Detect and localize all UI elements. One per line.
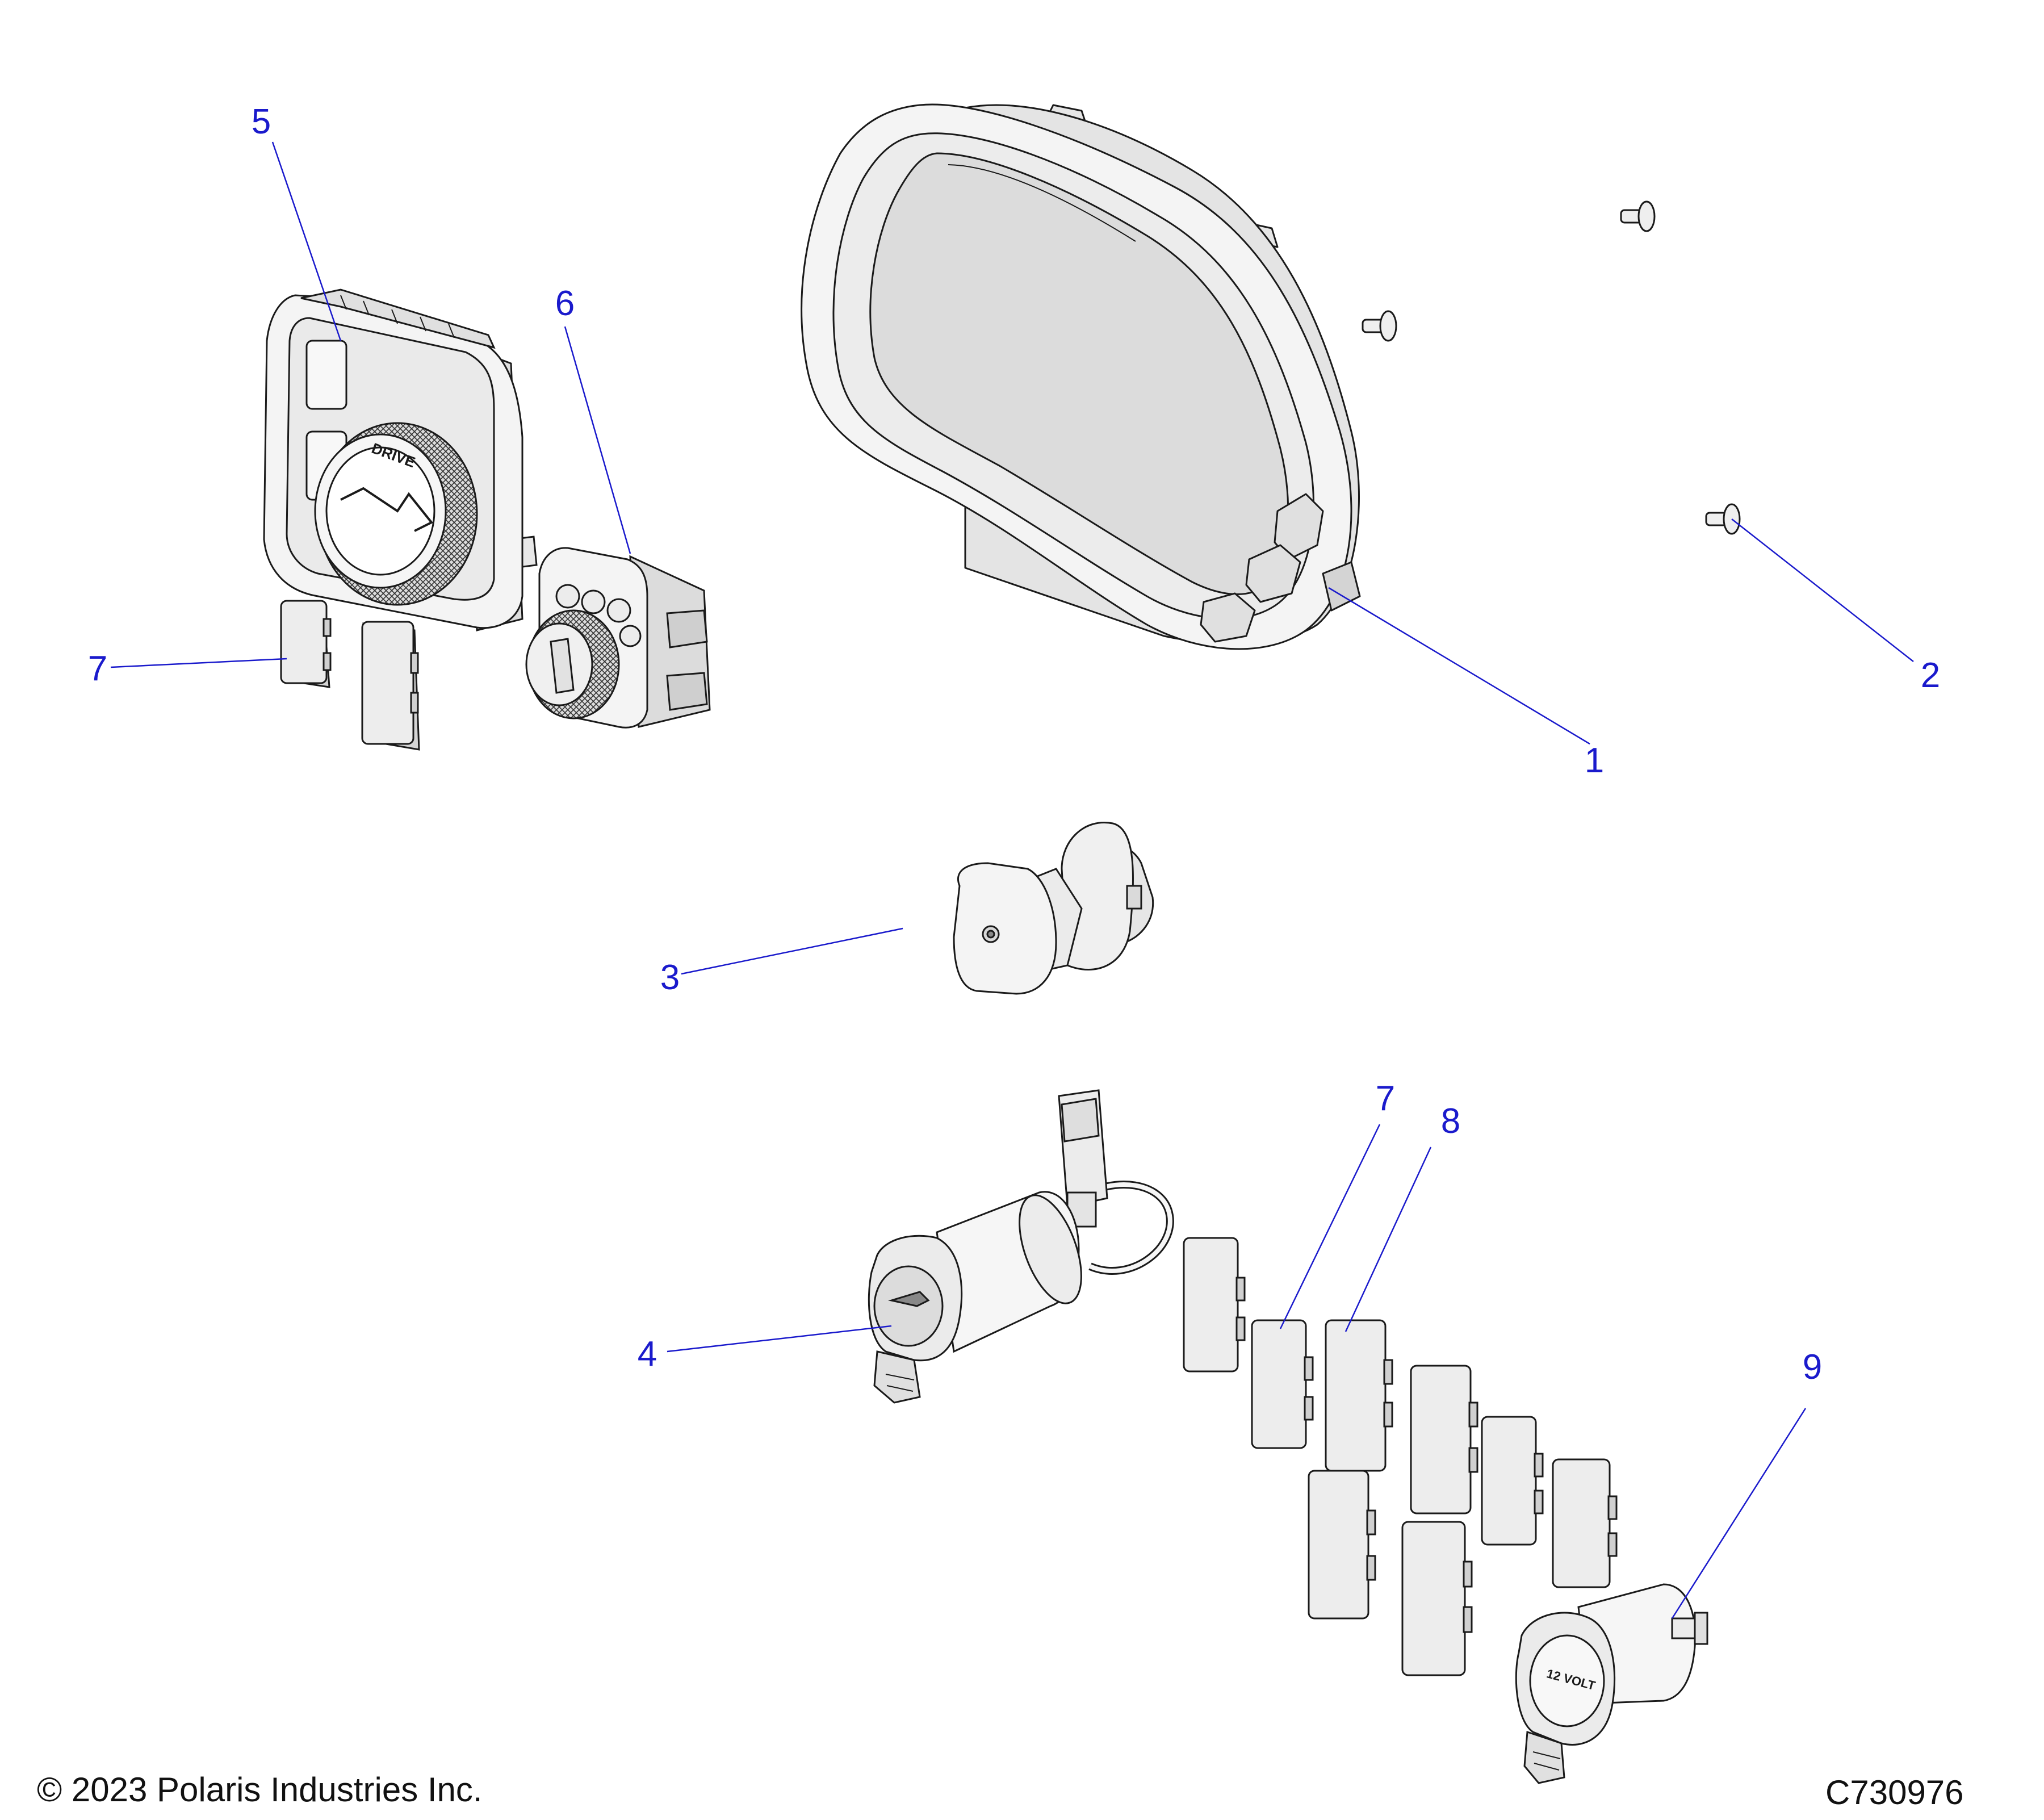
callout-8: 8 xyxy=(1440,1102,1461,1141)
switch-blank-right-1 xyxy=(1184,1238,1245,1371)
callout-7-right: 7 xyxy=(1375,1079,1396,1118)
callout-7-left: 7 xyxy=(87,649,108,688)
leader-1 xyxy=(1328,587,1590,745)
callout-2: 2 xyxy=(1920,656,1941,695)
socket-12v xyxy=(1516,1584,1707,1783)
switch-blank-right-3 xyxy=(1326,1320,1392,1471)
switch-blank-right-8 xyxy=(1402,1522,1472,1675)
switch-blank-right-2 xyxy=(1252,1320,1313,1448)
ignition-switch xyxy=(954,822,1153,994)
leader-8 xyxy=(1344,1147,1432,1332)
screw-3 xyxy=(1706,504,1740,534)
callout-9: 9 xyxy=(1802,1348,1823,1387)
switch-blank-right-6 xyxy=(1553,1459,1616,1587)
figure-id: C730976 xyxy=(1825,1773,1964,1811)
callout-5: 5 xyxy=(251,102,271,141)
switch-blank-left-1 xyxy=(281,601,330,687)
screw-2 xyxy=(1363,311,1396,341)
callout-6: 6 xyxy=(555,284,575,323)
leader-lines xyxy=(110,141,1914,1619)
leader-3 xyxy=(681,927,903,975)
switch-blank-right-7 xyxy=(1309,1471,1375,1618)
leader-4 xyxy=(667,1325,892,1353)
rotary-switch xyxy=(526,548,710,727)
leader-7-right xyxy=(1279,1124,1381,1329)
switch-blank-left-2 xyxy=(362,622,419,750)
leader-5 xyxy=(271,141,342,341)
leader-7-left xyxy=(110,658,287,668)
switch-blank-right-4 xyxy=(1411,1366,1477,1513)
gauge-cluster xyxy=(802,104,1360,649)
leader-9 xyxy=(1671,1408,1807,1619)
usb-charger xyxy=(869,1090,1170,1403)
drive-mode-switch xyxy=(264,290,537,630)
switch-blank-right-5 xyxy=(1482,1417,1543,1545)
copyright-text: © 2023 Polaris Industries Inc. xyxy=(37,1771,483,1809)
callout-1: 1 xyxy=(1584,741,1605,780)
leader-2 xyxy=(1731,518,1914,662)
leader-6 xyxy=(564,326,631,554)
callout-3: 3 xyxy=(660,958,680,997)
screw-1 xyxy=(1621,202,1655,231)
callout-4: 4 xyxy=(637,1334,657,1374)
